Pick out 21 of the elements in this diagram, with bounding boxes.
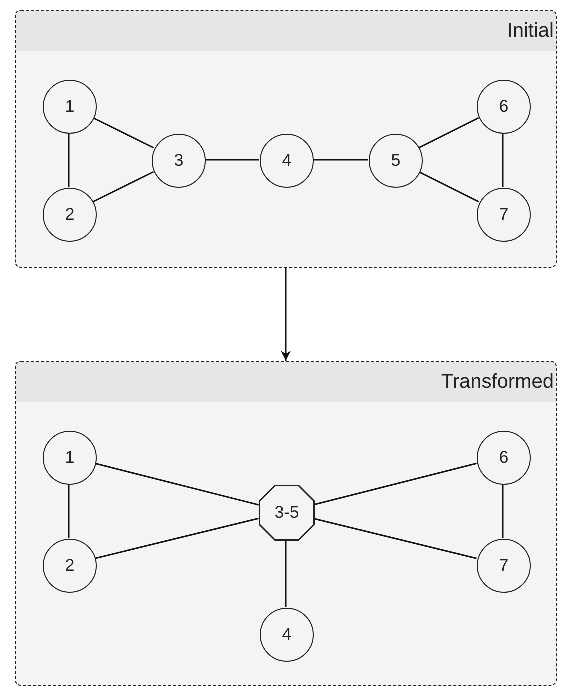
group-header: Transformed: [16, 362, 556, 402]
connector-line: [92, 117, 154, 149]
connector-line: [285, 540, 287, 607]
connector-line: [92, 171, 154, 203]
group-container: [15, 10, 557, 268]
connector-line: [502, 133, 504, 187]
connector-line: [68, 133, 70, 187]
connector-line: [205, 159, 259, 161]
connector-line: [418, 117, 480, 149]
group-header: Initial: [16, 11, 556, 51]
group-container: [15, 361, 557, 686]
arrow: [281, 268, 291, 361]
connector-line: [313, 159, 368, 161]
connector-line: [312, 462, 478, 506]
connector-line: [502, 484, 504, 538]
connector-line: [313, 518, 477, 560]
connector-line: [418, 171, 480, 203]
graph-node-octagon: 3-5: [259, 485, 315, 541]
connector-line: [95, 518, 259, 560]
connector-line: [94, 462, 260, 506]
connector-line: [68, 484, 70, 538]
